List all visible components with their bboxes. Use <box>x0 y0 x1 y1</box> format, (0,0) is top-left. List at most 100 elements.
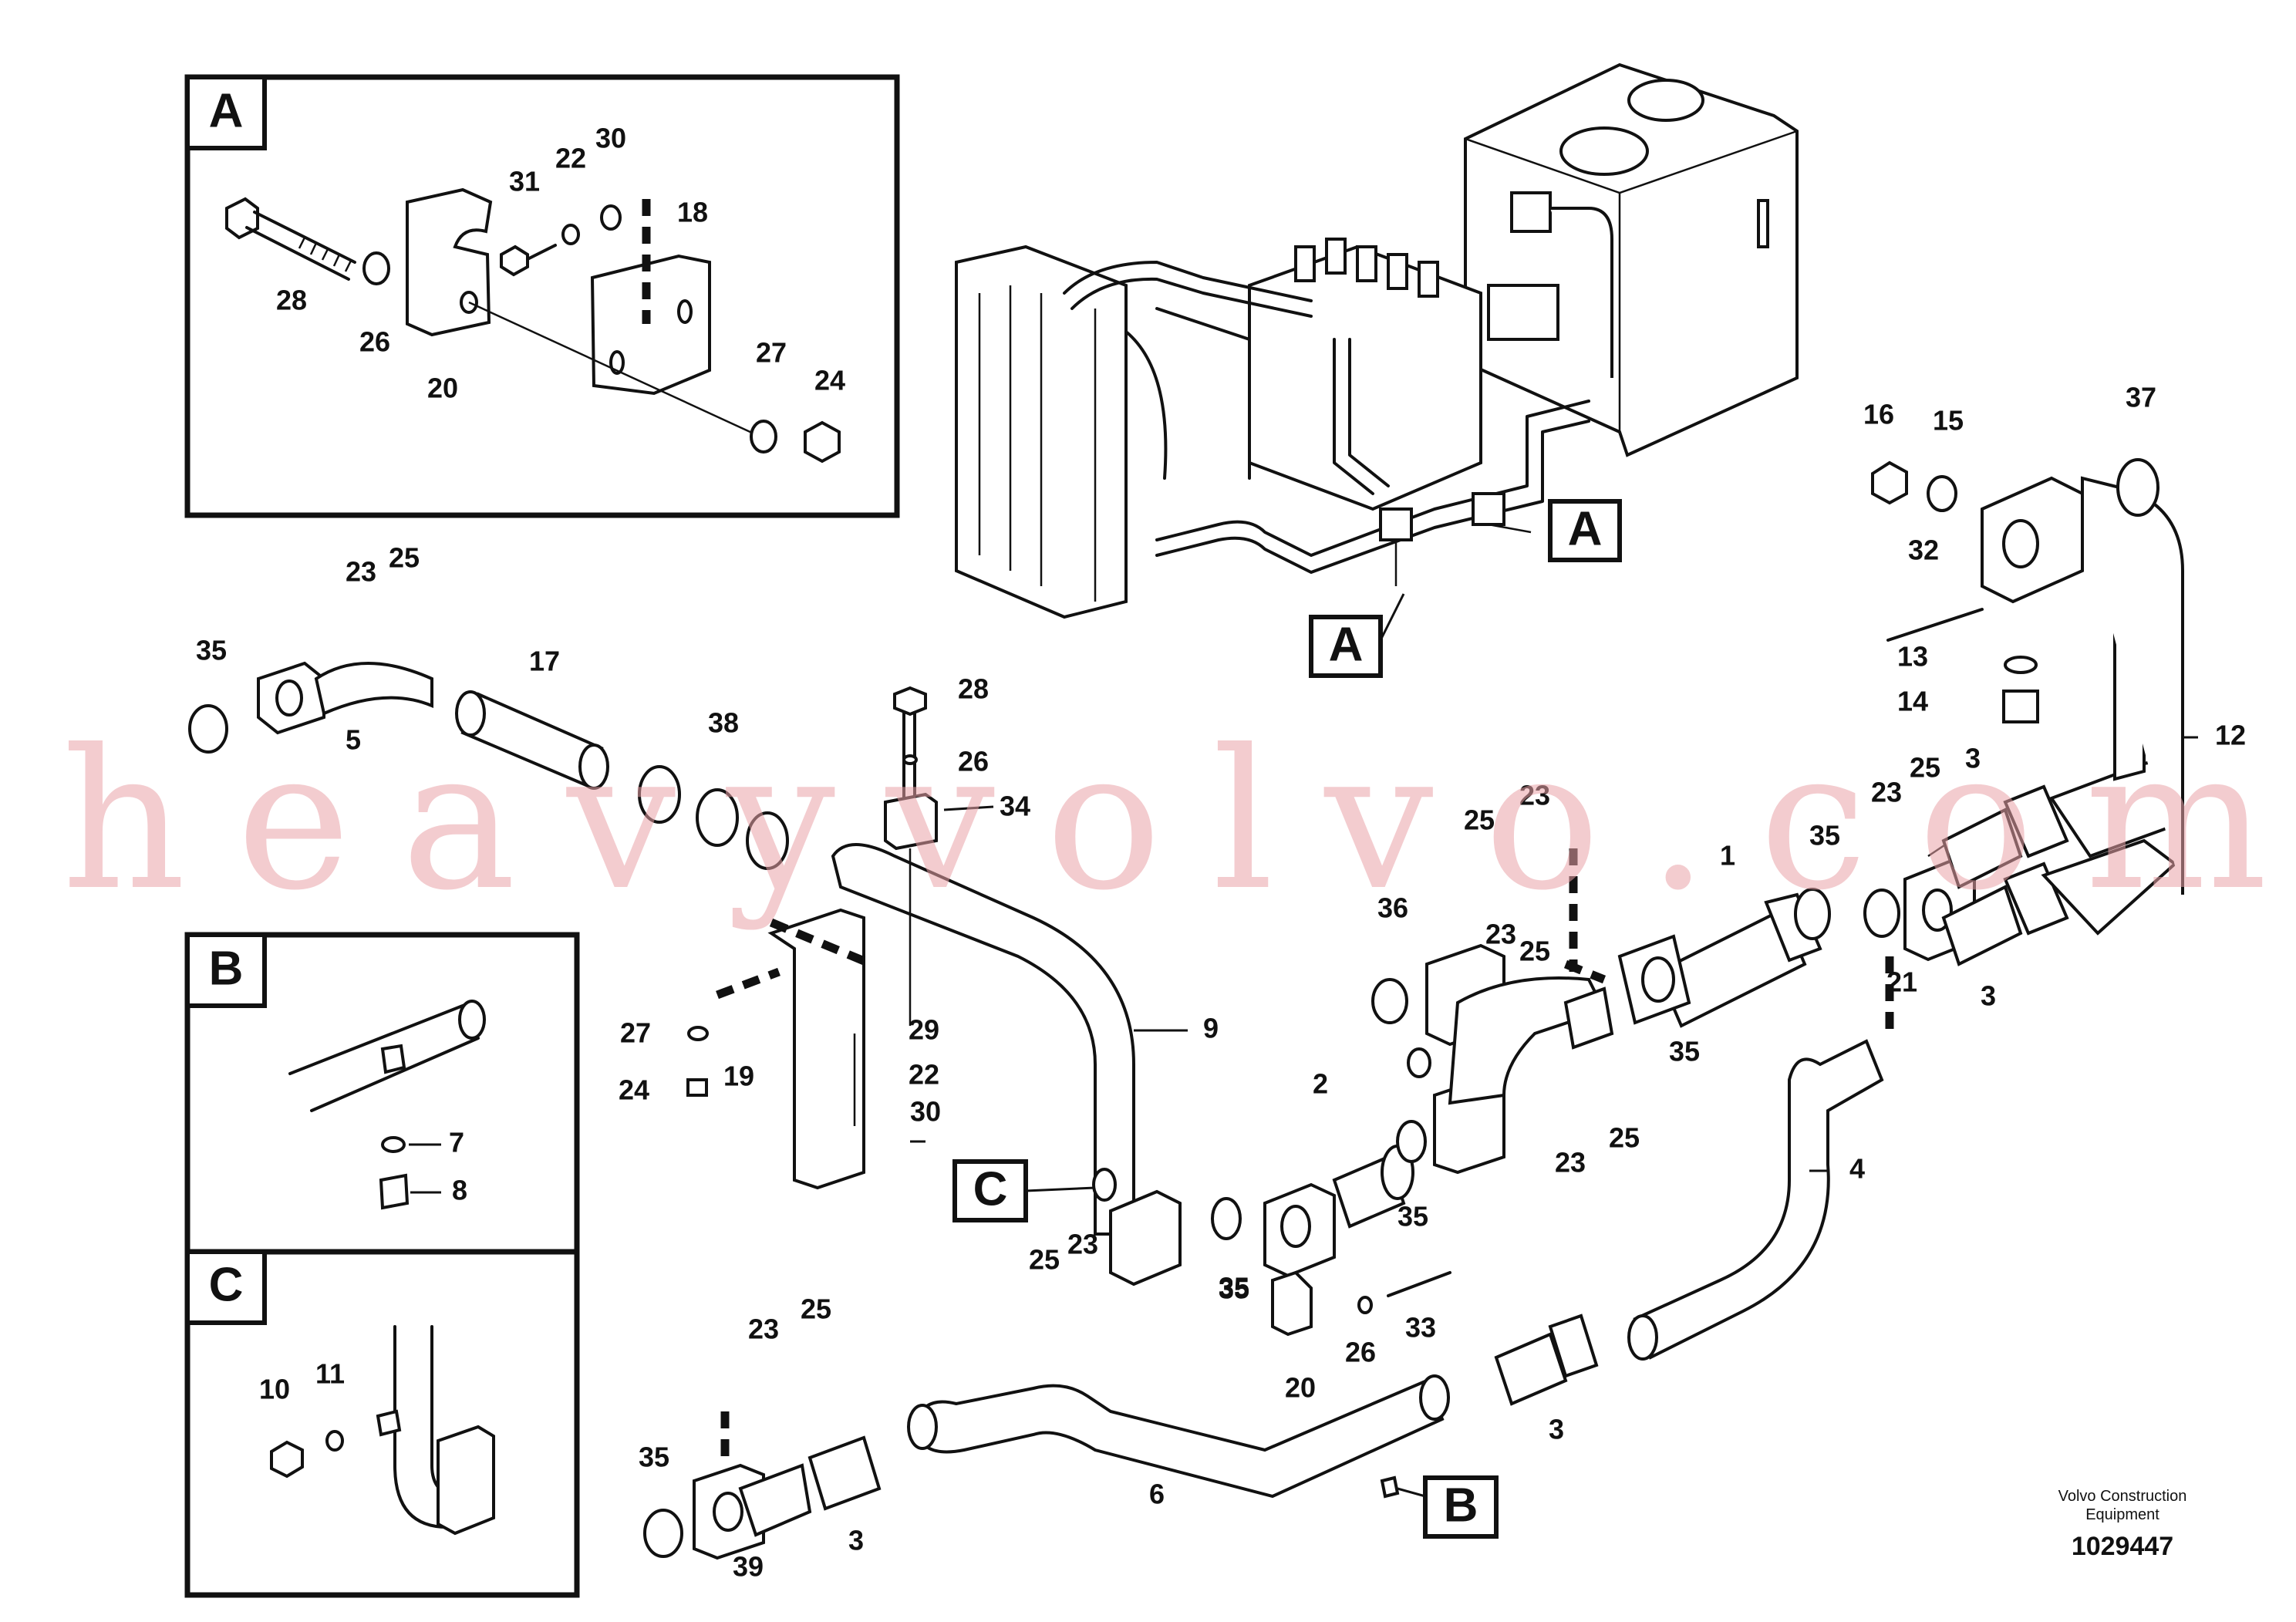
svg-text:35: 35 <box>1669 1036 1700 1067</box>
washer-22-shape <box>561 224 580 245</box>
o-ring-11-shape <box>325 1430 344 1452</box>
svg-text:23: 23 <box>1555 1147 1586 1179</box>
washer-27-shape <box>750 420 777 454</box>
o-ring-7-shape <box>381 1136 406 1153</box>
detail-box-c-letter: C <box>209 1258 244 1311</box>
svg-text:5: 5 <box>346 724 361 756</box>
main-callout-numbers: 23 25 35 5 17 38 28 26 34 9 27 24 19 29 … <box>196 382 2246 1583</box>
centre-components <box>643 458 2184 1560</box>
svg-text:29: 29 <box>909 1014 939 1046</box>
svg-text:9: 9 <box>1203 1013 1219 1044</box>
callout-a-lower: A <box>1309 593 1405 678</box>
svg-text:37: 37 <box>2126 382 2156 413</box>
washer-26-shape <box>362 251 390 285</box>
svg-text:20: 20 <box>1285 1372 1316 1404</box>
svg-text:25: 25 <box>1464 804 1495 836</box>
svg-text:7: 7 <box>449 1127 464 1158</box>
svg-text:35: 35 <box>1219 1272 1249 1303</box>
machine-overview <box>955 62 1799 619</box>
nipple-shape <box>380 1044 406 1074</box>
flange-shape <box>437 1425 495 1536</box>
svg-text:23: 23 <box>1067 1229 1098 1260</box>
svg-text:25: 25 <box>1029 1244 1060 1276</box>
svg-text:35: 35 <box>1397 1201 1428 1233</box>
o-ring-35a-shape <box>188 704 228 754</box>
svg-text:35: 35 <box>1219 1273 1249 1305</box>
detail-box-c: C 10 11 <box>184 1249 580 1598</box>
svg-text:27: 27 <box>756 337 787 369</box>
svg-text:18: 18 <box>677 197 708 228</box>
svg-text:B: B <box>1444 1479 1478 1532</box>
callout-b: B <box>1397 1475 1499 1539</box>
svg-text:23: 23 <box>748 1313 779 1345</box>
svg-text:1: 1 <box>1720 840 1735 872</box>
svg-text:30: 30 <box>910 1096 941 1128</box>
detail-box-b-letter: B <box>209 942 244 995</box>
credit-line-2: Equipment <box>2085 1506 2159 1523</box>
screw-31-shape <box>500 244 529 277</box>
credit-line-1: Volvo Construction <box>2058 1488 2187 1505</box>
leader-lines <box>910 736 2198 1172</box>
svg-text:35: 35 <box>639 1442 669 1473</box>
svg-text:3: 3 <box>1981 980 1996 1012</box>
clamp-block-20-shape <box>406 187 493 337</box>
o-ring-15-shape <box>1927 475 1957 512</box>
svg-text:6: 6 <box>1149 1479 1165 1510</box>
svg-text:23: 23 <box>1485 919 1516 950</box>
svg-text:11: 11 <box>315 1358 345 1390</box>
svg-text:19: 19 <box>723 1061 754 1092</box>
svg-text:25: 25 <box>389 542 420 574</box>
o-ring-13-shape <box>2004 656 2038 674</box>
svg-text:35: 35 <box>1809 820 1840 851</box>
svg-text:35: 35 <box>196 635 227 666</box>
svg-text:22: 22 <box>555 143 586 174</box>
svg-text:A: A <box>1329 618 1364 671</box>
nut-24-shape <box>804 420 841 464</box>
plug-14-shape <box>2002 690 2039 723</box>
svg-text:32: 32 <box>1908 534 1939 566</box>
svg-text:2: 2 <box>1313 1068 1328 1100</box>
svg-text:13: 13 <box>1897 641 1928 673</box>
svg-text:A: A <box>1568 502 1603 555</box>
svg-text:25: 25 <box>801 1293 831 1325</box>
plug-16-shape <box>1871 460 1908 505</box>
detail-a-labels: 31 22 30 28 26 20 18 27 24 <box>276 123 845 404</box>
svg-text:C: C <box>973 1162 1008 1216</box>
svg-text:26: 26 <box>1345 1337 1376 1368</box>
svg-text:23: 23 <box>1519 780 1550 811</box>
reference-number: 1029447 <box>2072 1532 2173 1561</box>
svg-text:25: 25 <box>1609 1122 1640 1154</box>
o-ring-37-shape <box>2116 458 2159 517</box>
svg-text:16: 16 <box>1863 399 1894 430</box>
svg-text:4: 4 <box>1849 1153 1865 1185</box>
left-pipe-run <box>188 661 1182 1286</box>
svg-text:22: 22 <box>909 1059 939 1091</box>
svg-text:17: 17 <box>529 646 560 677</box>
svg-text:28: 28 <box>958 673 989 705</box>
detail-box-a-letter: A <box>209 84 244 137</box>
callout-a-upper: A <box>1548 499 1622 562</box>
svg-text:15: 15 <box>1933 405 1964 437</box>
svg-text:34: 34 <box>1000 791 1030 822</box>
plug-8-shape <box>379 1173 410 1210</box>
svg-text:12: 12 <box>2215 720 2246 751</box>
svg-text:21: 21 <box>1886 966 1917 998</box>
svg-text:20: 20 <box>427 373 458 404</box>
svg-text:24: 24 <box>814 365 845 396</box>
callout-c: C <box>952 1159 1096 1222</box>
detail-box-a: A 31 22 30 28 26 20 18 2 <box>184 74 900 518</box>
svg-text:39: 39 <box>733 1551 764 1583</box>
plug-10-shape <box>270 1440 304 1479</box>
svg-text:27: 27 <box>620 1017 651 1049</box>
watermark-text: heavyvolvo.com <box>62 708 2267 932</box>
svg-text:3: 3 <box>848 1525 864 1556</box>
svg-text:24: 24 <box>619 1074 649 1106</box>
svg-text:3: 3 <box>1549 1414 1564 1445</box>
svg-text:10: 10 <box>259 1374 290 1405</box>
svg-text:23: 23 <box>346 556 376 588</box>
svg-text:8: 8 <box>452 1175 467 1206</box>
svg-text:36: 36 <box>1377 892 1408 924</box>
detail-box-b: B 7 8 <box>184 932 580 1258</box>
